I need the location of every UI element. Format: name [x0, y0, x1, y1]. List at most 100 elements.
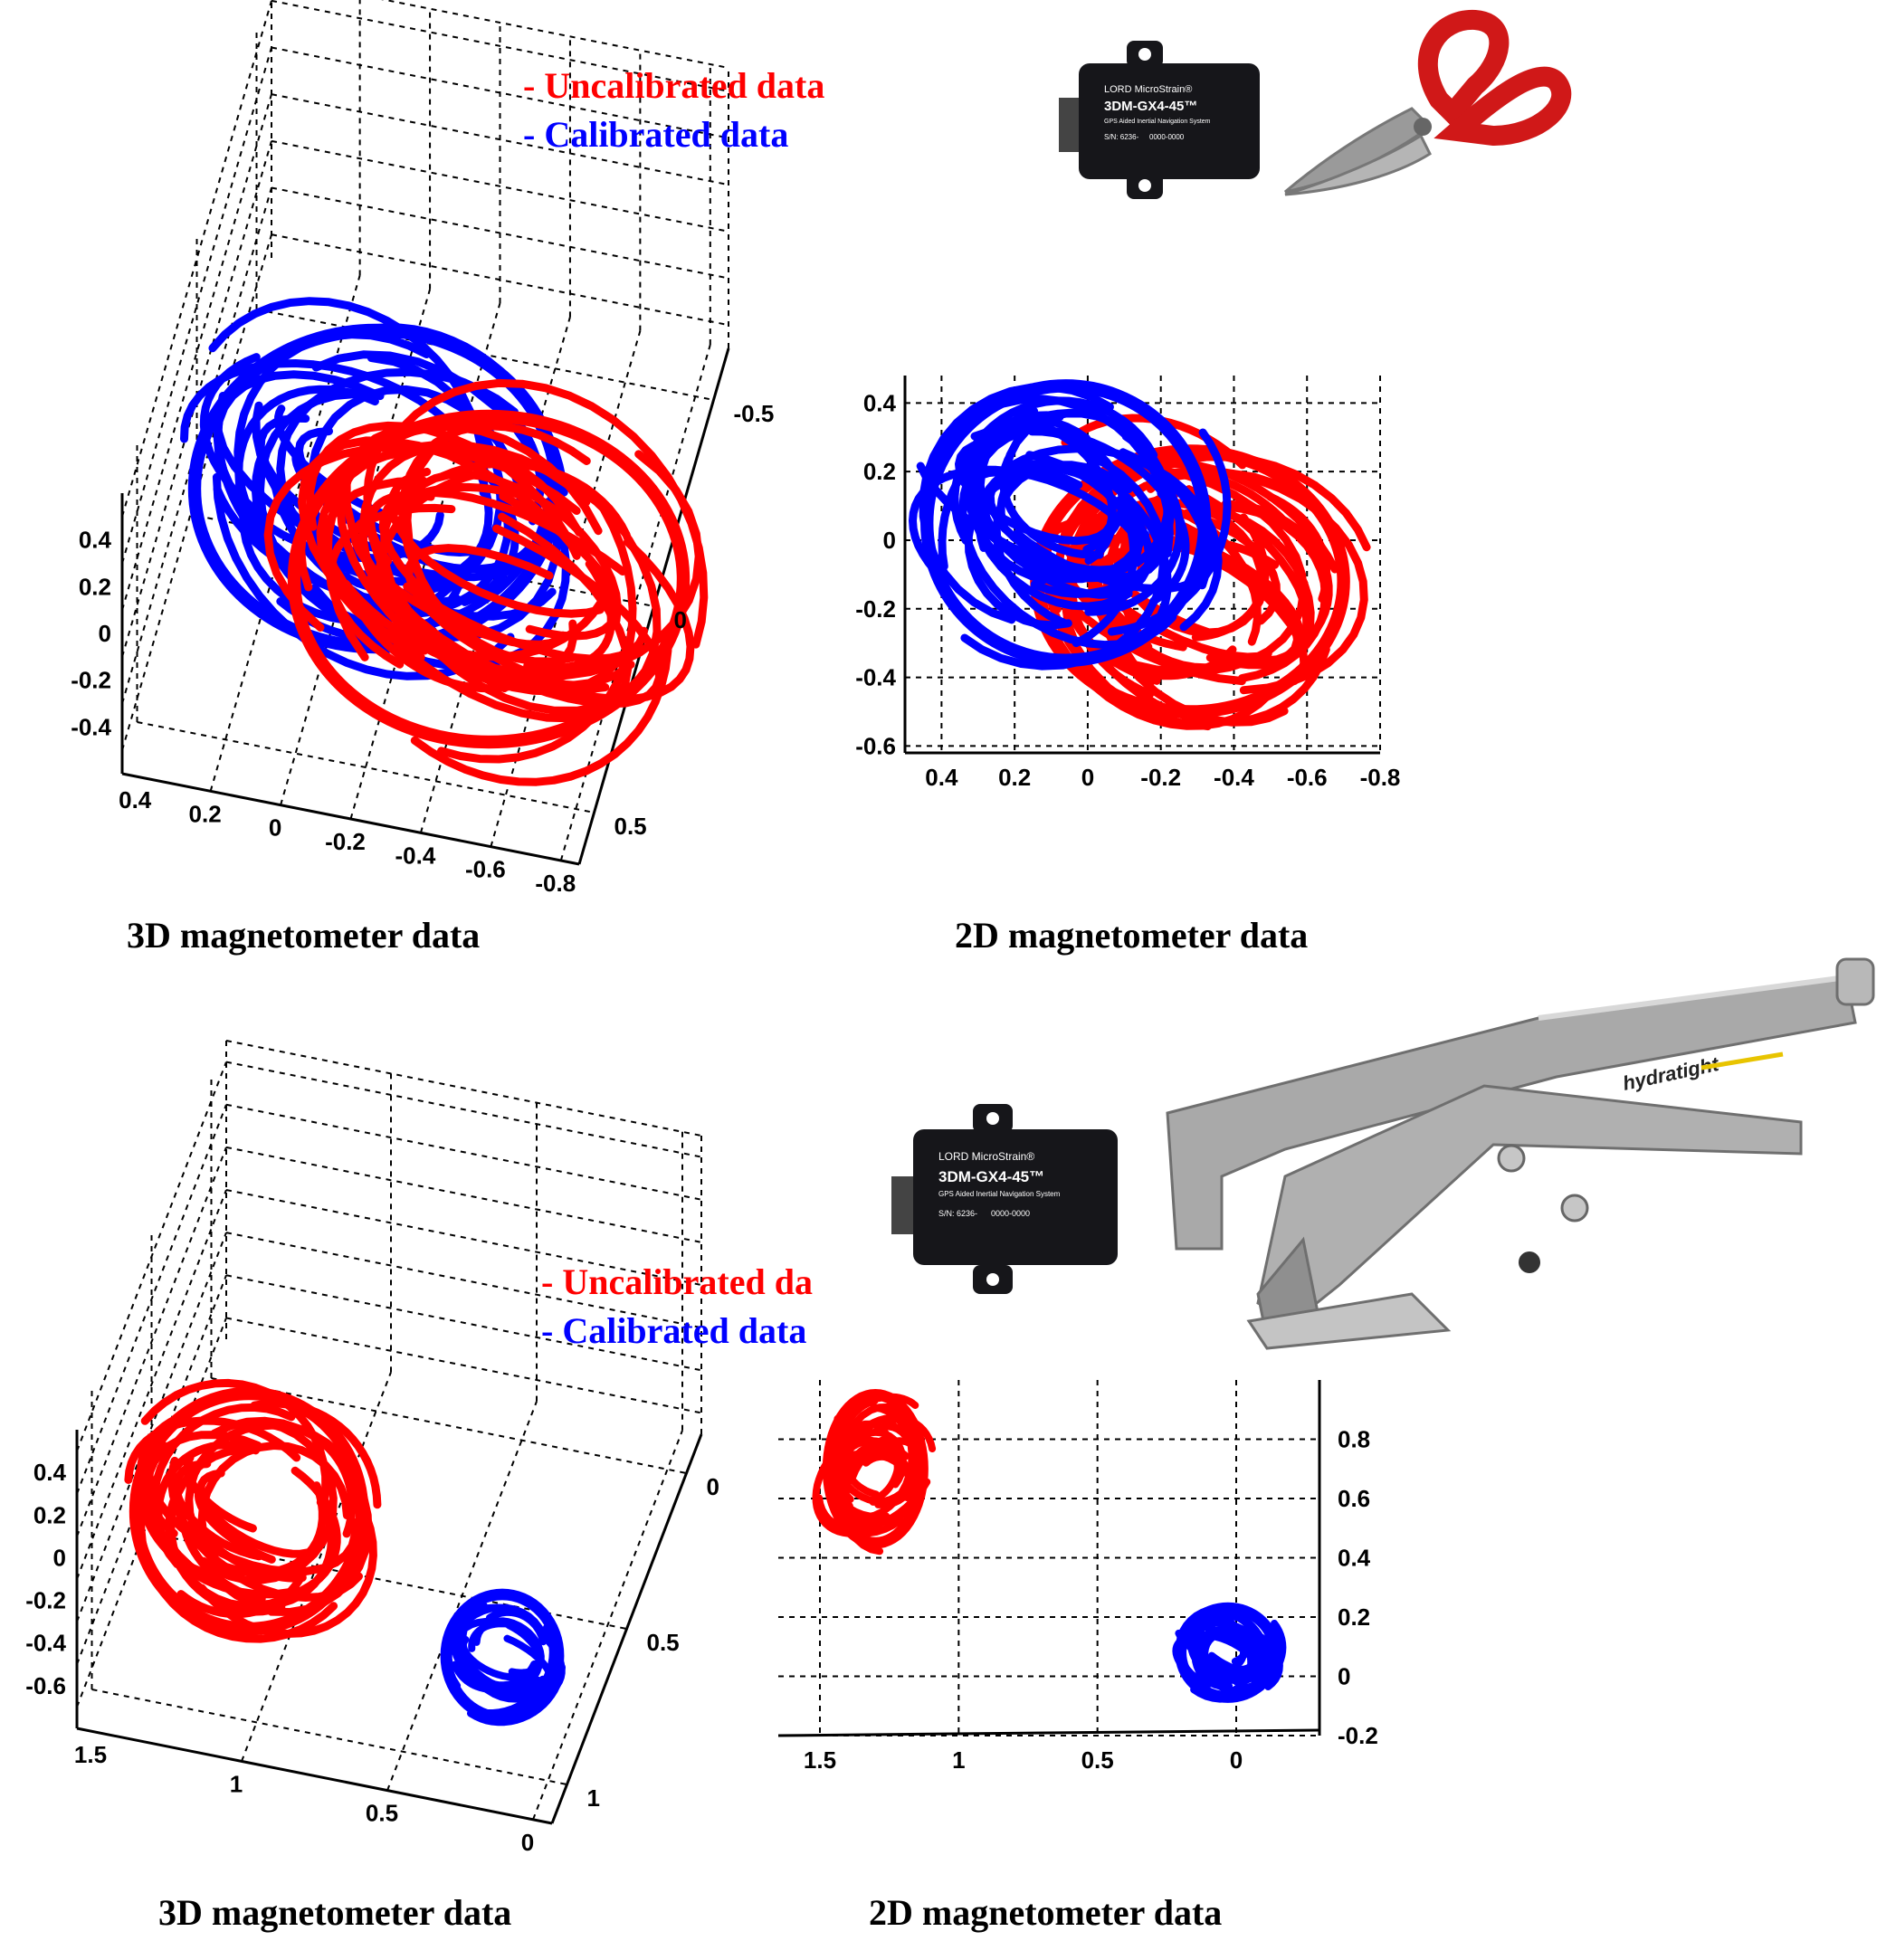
z-tick-label: -0.2	[25, 1587, 66, 1614]
y-tick-label: 0.4	[1338, 1545, 1371, 1572]
series-calibrated-trace	[468, 1620, 519, 1652]
series-uncalibrated-trace	[199, 1418, 338, 1584]
x-axis-line	[76, 1727, 553, 1825]
legend-bottom: - Uncalibrated da - Calibrated data	[541, 1258, 813, 1356]
chart-3d-bottom-series	[124, 1378, 566, 1727]
mount-hole	[986, 1273, 999, 1286]
series-uncalibrated-trace	[199, 1530, 307, 1583]
grid-line	[121, 93, 272, 611]
y-tick-label: 0.8	[1338, 1426, 1370, 1453]
grid-line	[271, 0, 729, 92]
series-calibrated-trace	[234, 385, 379, 500]
y-tick-label: 1	[587, 1784, 600, 1812]
series-calibrated-trace	[455, 1659, 538, 1698]
x-tick-label: -0.8	[535, 870, 576, 897]
series-calibrated-trace	[960, 450, 1168, 671]
z-tick-label: 0.2	[33, 1501, 66, 1528]
x-tick-label: -0.2	[325, 828, 366, 855]
grid-line	[419, 317, 571, 833]
grid-line	[137, 721, 595, 813]
series-calibrated-trace	[1072, 496, 1138, 648]
legend-item-calibrated: - Calibrated data	[541, 1310, 807, 1351]
grid-line	[225, 1103, 702, 1201]
y-tick-label: -0.5	[734, 400, 775, 427]
device-model: 3DM-GX4-45™	[938, 1168, 1044, 1185]
series-uncalibrated-trace	[378, 489, 627, 600]
series-uncalibrated-trace	[1156, 467, 1368, 695]
grid-line	[76, 1189, 227, 1580]
x-tick-label: 0	[1081, 764, 1094, 791]
series-calibrated-trace	[311, 350, 562, 642]
locking-pliers-icon: hydratight	[1166, 957, 1875, 1350]
y-tick-label: 0.2	[863, 458, 896, 485]
tin-snips-icon	[1284, 9, 1572, 196]
series-uncalibrated-trace	[410, 628, 672, 786]
series-uncalibrated	[263, 378, 709, 786]
grid-line	[76, 1061, 227, 1451]
grid-line	[225, 1232, 702, 1329]
y-axis-line	[550, 1433, 703, 1824]
series-calibrated-trace	[986, 470, 1138, 575]
series-uncalibrated-trace	[124, 1416, 301, 1484]
device-body	[1079, 63, 1260, 179]
caption-2d-bottom: 2D magnetometer data	[869, 1892, 1223, 1933]
x-tick-label: 0.4	[925, 764, 958, 791]
x-tick-label: -0.6	[1287, 764, 1328, 791]
y-tick-label: 0.6	[1338, 1485, 1370, 1512]
grid-line	[225, 1040, 702, 1137]
legend-item-uncalibrated: - Uncalibrated data	[523, 65, 825, 106]
z-tick-label: 0.4	[79, 527, 112, 554]
grid-line	[76, 1104, 227, 1495]
series-calibrated-trace	[1175, 1629, 1263, 1675]
device-serial: S/N: 6236-	[938, 1209, 977, 1218]
series-uncalibrated-trace	[880, 1422, 921, 1527]
series-uncalibrated	[812, 1388, 937, 1556]
y-tick-label: 0.5	[647, 1629, 680, 1656]
z-tick-label: -0.2	[71, 667, 111, 694]
series-uncalibrated-trace	[387, 467, 605, 618]
x-tick-label: 0	[521, 1829, 534, 1856]
device-subtitle: GPS Aided Inertial Navigation System	[938, 1190, 1061, 1198]
series-uncalibrated-trace	[836, 1450, 902, 1506]
y-tick-label: 0.5	[614, 813, 647, 840]
legend-item-calibrated: - Calibrated data	[523, 114, 789, 155]
series-calibrated-trace	[1106, 479, 1172, 619]
series-calibrated-trace	[961, 396, 1158, 467]
y-tick-label: 0	[1338, 1663, 1350, 1690]
grid-line	[121, 187, 272, 704]
series-uncalibrated-trace	[812, 1442, 853, 1537]
series-uncalibrated-trace	[393, 512, 633, 723]
mount-hole	[1138, 48, 1151, 61]
series-calibrated-trace	[1172, 1631, 1212, 1674]
x-tick-label: 1	[952, 1746, 965, 1774]
series-calibrated-trace	[443, 1603, 548, 1666]
x-tick-label: 1	[230, 1770, 243, 1797]
grid-line	[225, 1317, 702, 1414]
series-calibrated-trace	[467, 1663, 566, 1727]
z-tick-label: 0	[99, 620, 111, 647]
series-uncalibrated-trace	[870, 1446, 902, 1503]
y-tick-label: -0.6	[855, 732, 896, 759]
grid-line	[76, 1147, 227, 1537]
x-tick-label: -0.8	[1360, 764, 1401, 791]
z-tick-label: -0.4	[71, 713, 111, 740]
z-tick-label: -0.6	[25, 1672, 66, 1699]
series-calibrated-trace	[1107, 428, 1232, 636]
series-calibrated-trace	[938, 408, 1100, 571]
mount-hole	[986, 1112, 999, 1125]
series-uncalibrated-trace	[197, 1511, 377, 1638]
x-tick-label: 0	[269, 814, 281, 842]
chart-3d-top: 0.40.20-0.2-0.4-0.6-0.80.50-0.50.40.20-0…	[71, 0, 774, 897]
series-uncalibrated-trace	[196, 1469, 311, 1558]
chart-3d-top-series	[180, 297, 709, 786]
series-calibrated-trace	[919, 383, 1114, 624]
series-uncalibrated	[124, 1378, 382, 1643]
caption-3d-top: 3D magnetometer data	[127, 915, 481, 956]
series-uncalibrated-trace	[840, 1449, 900, 1510]
y-tick-label: -0.2	[855, 595, 896, 623]
x-tick-label: -0.6	[465, 856, 506, 883]
